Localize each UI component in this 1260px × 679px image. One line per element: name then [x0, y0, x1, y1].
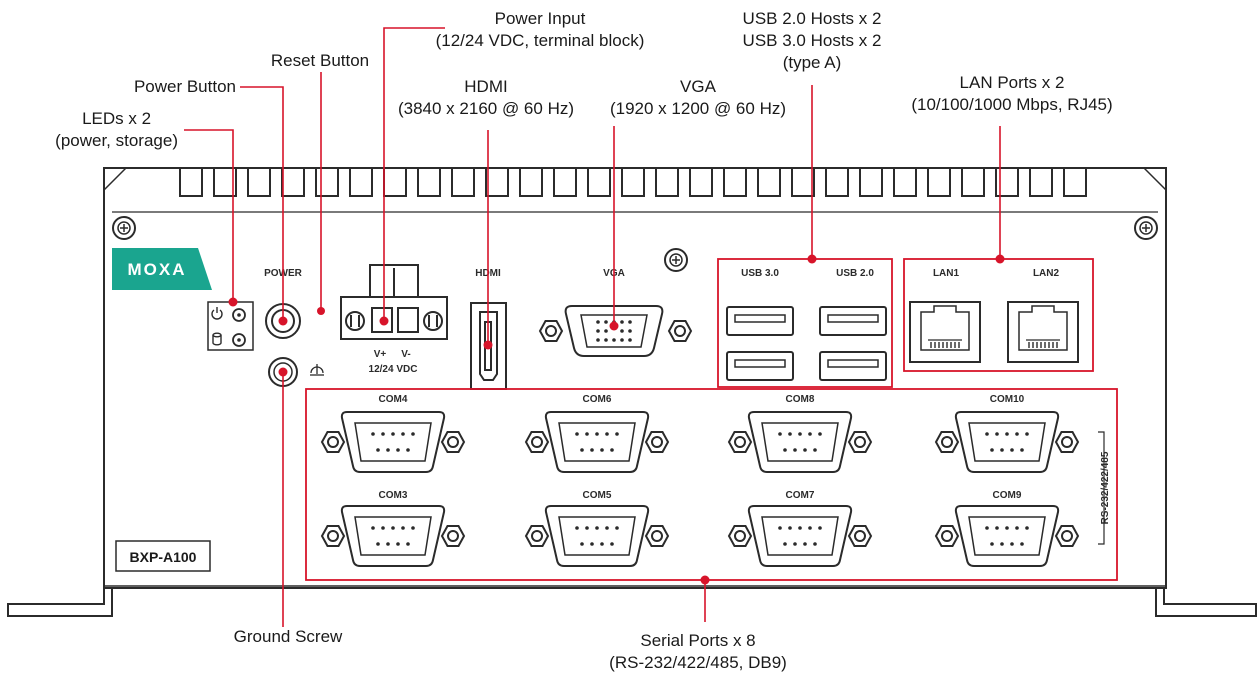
heatsink-fins: [103, 167, 1167, 197]
serial-standard-label: RS-232/422/485: [1100, 451, 1111, 524]
usb30-port-1: [726, 306, 794, 336]
callout-serial: Serial Ports x 8 (RS-232/422/485, DB9): [609, 631, 787, 672]
brand-logo: MOXA: [112, 248, 212, 290]
com-port-label: COM7: [786, 490, 815, 501]
lan-port-2: [1007, 301, 1079, 363]
com-port-label: COM4: [379, 394, 408, 405]
chassis-corner-chamfer: [1143, 167, 1167, 191]
com-port-label: COM8: [786, 394, 815, 405]
ground-symbol-icon: [310, 364, 324, 376]
usb30-panel-label: USB 3.0: [741, 268, 779, 279]
terminal-voltage-label: 12/24 VDC: [369, 364, 418, 375]
panel-screw-right: [1134, 216, 1158, 240]
callout-leds: LEDs x 2 (power, storage): [55, 109, 178, 150]
chassis-corner-chamfer: [103, 167, 127, 191]
callout-power-input: Power Input (12/24 VDC, terminal block): [435, 9, 645, 50]
panel-screw-center: [664, 248, 688, 272]
vga-port: [538, 305, 693, 357]
usb20-port-1: [819, 306, 887, 336]
power-symbol-icon: [211, 307, 223, 320]
storage-cylinder-icon: [212, 332, 222, 346]
panel-screw-left: [112, 216, 136, 240]
callout-vga: VGA (1920 x 1200 @ 60 Hz): [609, 77, 787, 118]
serial-highlight-box: [305, 388, 1118, 581]
callout-usb: USB 2.0 Hosts x 2 USB 3.0 Hosts x 2 (typ…: [742, 9, 882, 72]
callout-dots: [228, 254, 1005, 585]
com-port-label: COM3: [379, 490, 408, 501]
callout-hdmi: HDMI (3840 x 2160 @ 60 Hz): [397, 77, 575, 118]
callout-ground-screw: Ground Screw: [233, 627, 343, 646]
heatsink-fin-outline: [104, 167, 1166, 197]
led-group: [207, 301, 254, 351]
usb20-panel-label: USB 2.0: [836, 268, 874, 279]
mounting-bracket-right: [1155, 586, 1257, 617]
callout-power-button: Power Button: [133, 77, 236, 96]
usb-highlight-box: [717, 258, 893, 388]
usb30-port-2: [726, 351, 794, 381]
com-port-label: COM5: [583, 490, 612, 501]
terminal-plus-label: V+: [374, 349, 387, 360]
model-badge-text: BXP-A100: [130, 549, 197, 565]
brand-logo-text: MOXA: [128, 260, 187, 279]
lan1-panel-label: LAN1: [933, 268, 960, 279]
callout-lan: LAN Ports x 2 (10/100/1000 Mbps, RJ45): [911, 73, 1113, 114]
lan2-panel-label: LAN2: [1033, 268, 1060, 279]
power-terminal-block: [340, 264, 448, 340]
callout-reset-button: Reset Button: [270, 51, 370, 70]
lan-port-1: [909, 301, 981, 363]
com-port-label: COM6: [583, 394, 612, 405]
terminal-minus-label: V-: [401, 349, 410, 360]
com-port-label: COM10: [990, 394, 1025, 405]
callout-lines: [184, 27, 1001, 627]
model-badge: BXP-A100: [115, 540, 211, 572]
com-port-label: COM9: [993, 490, 1022, 501]
usb20-port-2: [819, 351, 887, 381]
mounting-bracket-left: [7, 586, 113, 617]
serial-standard-bracket: [1098, 431, 1105, 545]
